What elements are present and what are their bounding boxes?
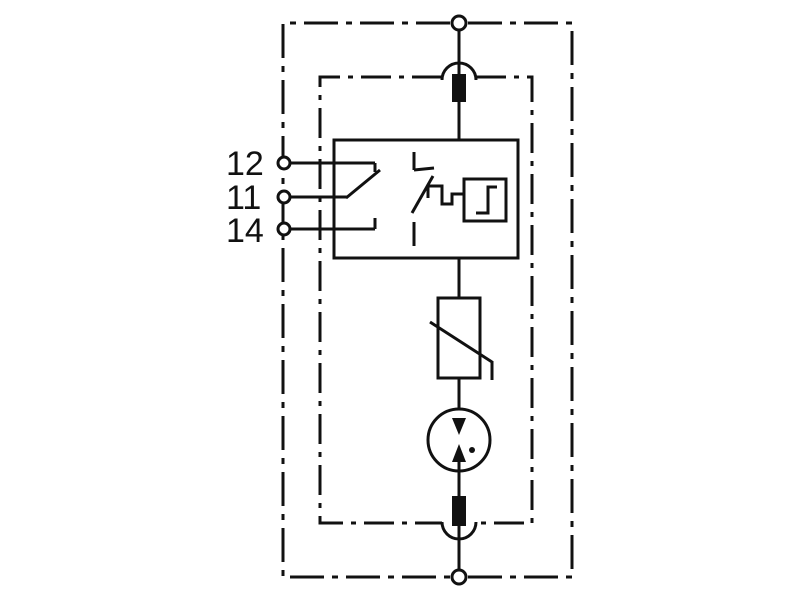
spark-gap-lower-electrode bbox=[452, 444, 466, 462]
bottom-fuse-block bbox=[452, 496, 466, 526]
terminal-label-11: 11 bbox=[226, 179, 261, 217]
top-terminal bbox=[450, 14, 468, 32]
terminal-label-14: 14 bbox=[226, 212, 264, 250]
signalling-contact bbox=[291, 161, 381, 231]
trip-indicator bbox=[462, 177, 508, 223]
top-connector bbox=[440, 61, 478, 102]
terminal-12 bbox=[276, 155, 292, 171]
outer-enclosure bbox=[281, 21, 574, 579]
bottom-terminal bbox=[450, 568, 468, 586]
varistor bbox=[429, 296, 494, 380]
inner-enclosure bbox=[318, 75, 534, 525]
terminal-11 bbox=[276, 189, 292, 205]
top-fuse-block bbox=[452, 74, 466, 102]
spark-gap bbox=[426, 407, 492, 473]
spark-gap-upper-electrode bbox=[452, 418, 466, 435]
spark-gap-dot bbox=[469, 447, 475, 453]
bottom-connector bbox=[440, 496, 478, 541]
thermal-switch bbox=[410, 152, 508, 246]
terminal-label-12: 12 bbox=[226, 145, 264, 183]
terminal-14 bbox=[276, 221, 292, 237]
